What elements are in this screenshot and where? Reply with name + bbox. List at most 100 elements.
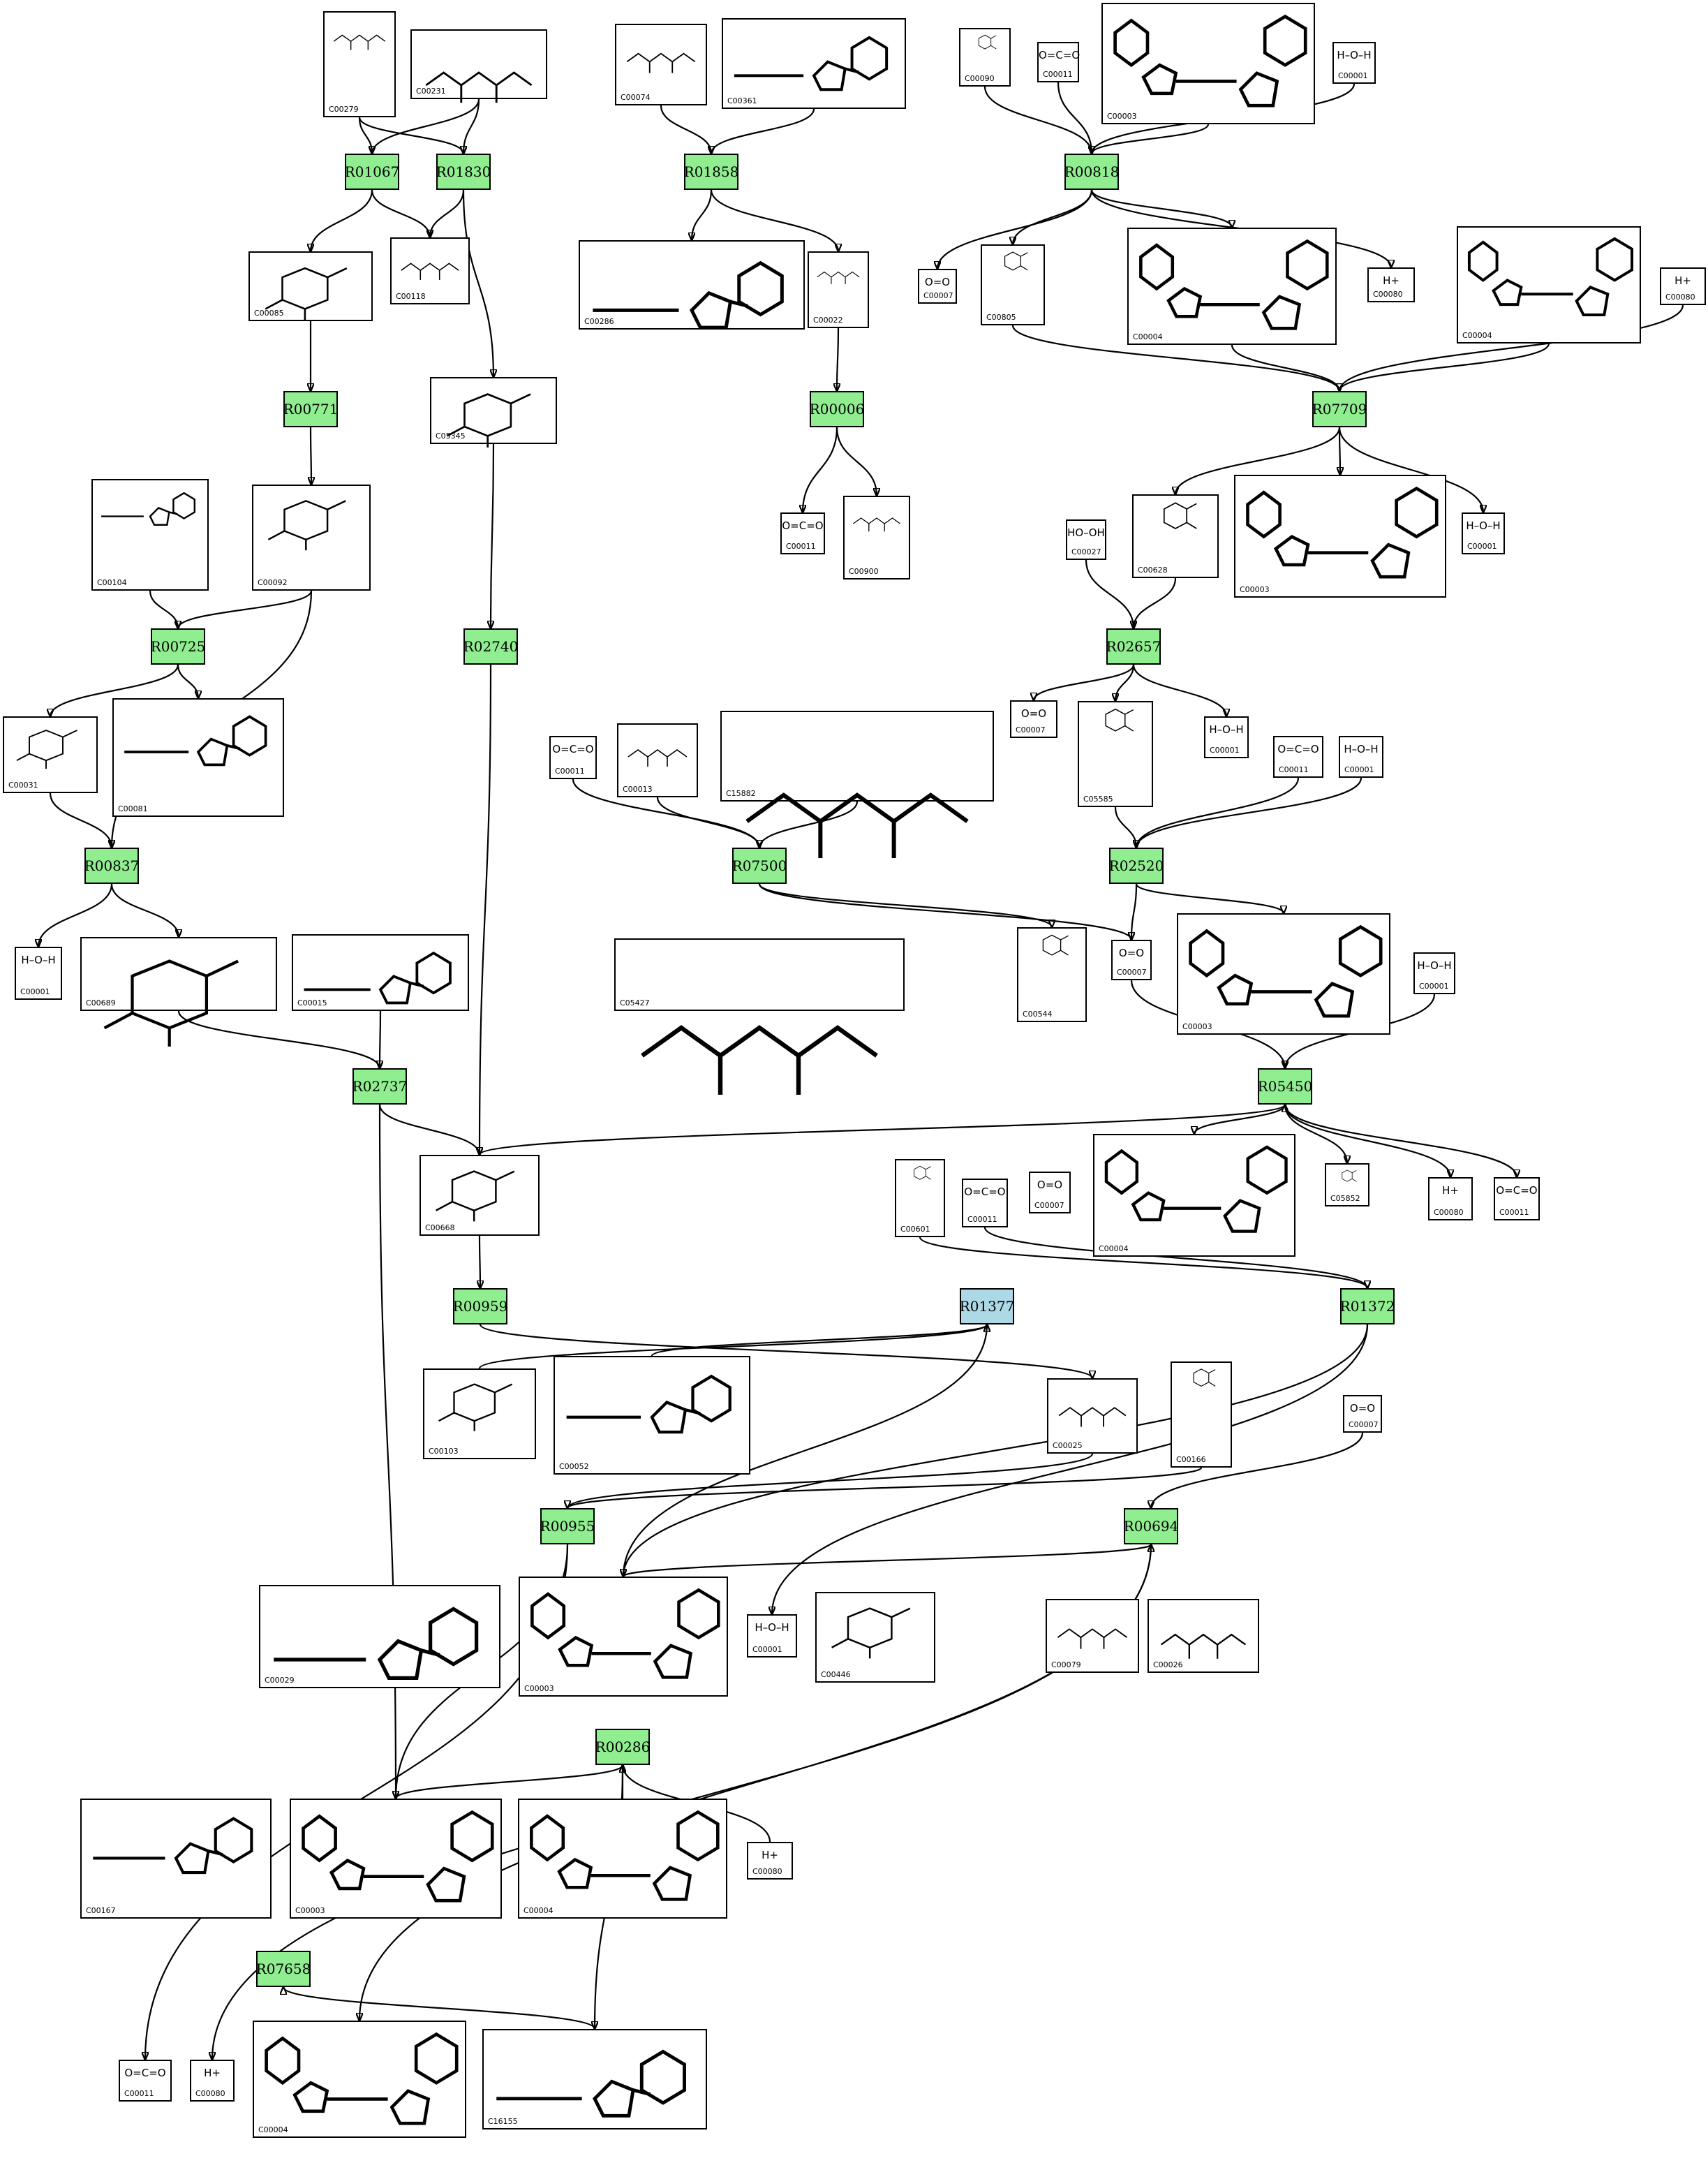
compound-c05345[interactable]: C05345 [430, 377, 557, 448]
reaction-r01067[interactable]: R01067 [345, 154, 399, 190]
reaction-r00955[interactable]: R00955 [540, 1508, 595, 1544]
compound-c00079[interactable]: C00079 [1046, 1599, 1139, 1673]
compound-c00085[interactable]: C00085 [248, 251, 373, 321]
compound-c00003[interactable]: C00003 [519, 1577, 728, 1697]
compound-c00080[interactable]: H+C00080 [1428, 1177, 1473, 1220]
compound-c00279[interactable]: C00279 [323, 11, 396, 117]
reaction-r01377[interactable]: R01377 [960, 1288, 1014, 1324]
compound-c00900[interactable]: C00900 [843, 496, 910, 579]
compound-c00689[interactable]: C00689 [80, 937, 277, 1047]
compound-c00004[interactable]: C00004 [518, 1799, 727, 1919]
compound-c15882[interactable]: C15882 [720, 711, 994, 859]
compound-c00004[interactable]: C00004 [253, 2021, 466, 2138]
compound-c00031[interactable]: C00031 [3, 716, 98, 793]
compound-c00004[interactable]: C00004 [1127, 228, 1337, 345]
compound-c00166[interactable]: C00166 [1171, 1361, 1232, 1468]
compound-c00805[interactable]: C00805 [981, 244, 1045, 325]
compound-c00029[interactable]: C00029 [259, 1585, 500, 1688]
reaction-r00818[interactable]: R00818 [1064, 154, 1119, 190]
compound-c00022[interactable]: C00022 [808, 251, 869, 328]
compound-c00668[interactable]: C00668 [419, 1155, 540, 1236]
reaction-r00959[interactable]: R00959 [453, 1288, 507, 1324]
compound-c00080[interactable]: H+C00080 [190, 2060, 235, 2102]
edge-arrow [803, 427, 838, 512]
compound-c00118[interactable]: C00118 [390, 237, 470, 304]
ring-structure-drawing [1342, 1169, 1357, 1182]
reaction-r05450[interactable]: R05450 [1258, 1068, 1312, 1105]
compound-c00025[interactable]: C00025 [1047, 1378, 1138, 1454]
compound-c00026[interactable]: C00026 [1148, 1599, 1259, 1673]
compound-c00080[interactable]: H+C00080 [747, 1842, 793, 1880]
reaction-r01858[interactable]: R01858 [684, 154, 738, 190]
compound-c00092[interactable]: C00092 [252, 485, 371, 591]
edge-arrow [1339, 343, 1550, 391]
compound-c00544[interactable]: C00544 [1017, 927, 1087, 1022]
compound-c00003[interactable]: C00003 [290, 1799, 502, 1919]
compound-c00231[interactable]: C00231 [410, 29, 547, 103]
compound-c16155[interactable]: C16155 [482, 2029, 707, 2129]
compound-c00361[interactable]: C00361 [722, 18, 906, 109]
reaction-r07658[interactable]: R07658 [256, 1951, 311, 1987]
compound-c00003[interactable]: C00003 [1234, 475, 1446, 598]
chain-structure-drawing [1160, 1633, 1247, 1659]
compound-c00003[interactable]: C00003 [1177, 913, 1390, 1035]
compound-c00013[interactable]: C00013 [617, 723, 698, 797]
compound-c00003[interactable]: C00003 [1101, 3, 1315, 124]
compound-c00167[interactable]: C00167 [80, 1799, 272, 1919]
compound-c00081[interactable]: C00081 [112, 698, 284, 817]
reaction-r07709[interactable]: R07709 [1312, 391, 1367, 427]
reaction-r00725[interactable]: R00725 [151, 628, 205, 665]
compound-c00090[interactable]: C00090 [959, 28, 1011, 87]
reaction-r00837[interactable]: R00837 [84, 848, 139, 884]
compound-c05585[interactable]: C05585 [1078, 701, 1153, 807]
compound-c00015[interactable]: C00015 [292, 934, 469, 1011]
compound-c05427[interactable]: C05427 [614, 938, 905, 1095]
reaction-r00771[interactable]: R00771 [283, 391, 338, 427]
compound-c00052[interactable]: C00052 [554, 1356, 750, 1475]
reaction-r00694[interactable]: R00694 [1124, 1508, 1178, 1544]
compound-c00601[interactable]: C00601 [895, 1159, 945, 1237]
reaction-r00286[interactable]: R00286 [595, 1729, 650, 1765]
compound-c05852[interactable]: C05852 [1325, 1163, 1369, 1206]
compound-c00080[interactable]: H+C00080 [1367, 267, 1415, 302]
compound-c00446[interactable]: C00446 [815, 1592, 935, 1683]
compound-c00286[interactable]: C00286 [579, 240, 805, 330]
compound-c00103[interactable]: C00103 [423, 1368, 536, 1459]
reaction-r01372[interactable]: R01372 [1340, 1288, 1395, 1324]
reaction-r02737[interactable]: R02737 [352, 1068, 407, 1105]
compound-c00004[interactable]: C00004 [1093, 1134, 1295, 1257]
compound-c00004[interactable]: C00004 [1457, 226, 1641, 344]
compound-c00074[interactable]: C00074 [615, 24, 707, 105]
reaction-r02520[interactable]: R02520 [1109, 848, 1164, 884]
reaction-r02657[interactable]: R02657 [1106, 628, 1161, 665]
reaction-r02740[interactable]: R02740 [463, 628, 518, 665]
compound-c00628[interactable]: C00628 [1132, 494, 1219, 578]
edge-arrow [378, 1104, 480, 1155]
reaction-r00006[interactable]: R00006 [810, 391, 864, 427]
compound-c00080[interactable]: H+C00080 [1660, 267, 1706, 305]
reaction-r01830[interactable]: R01830 [436, 154, 491, 190]
reaction-r07500[interactable]: R07500 [732, 848, 787, 884]
compound-c00104[interactable]: C00104 [91, 479, 209, 591]
edge-arrow [463, 98, 480, 154]
